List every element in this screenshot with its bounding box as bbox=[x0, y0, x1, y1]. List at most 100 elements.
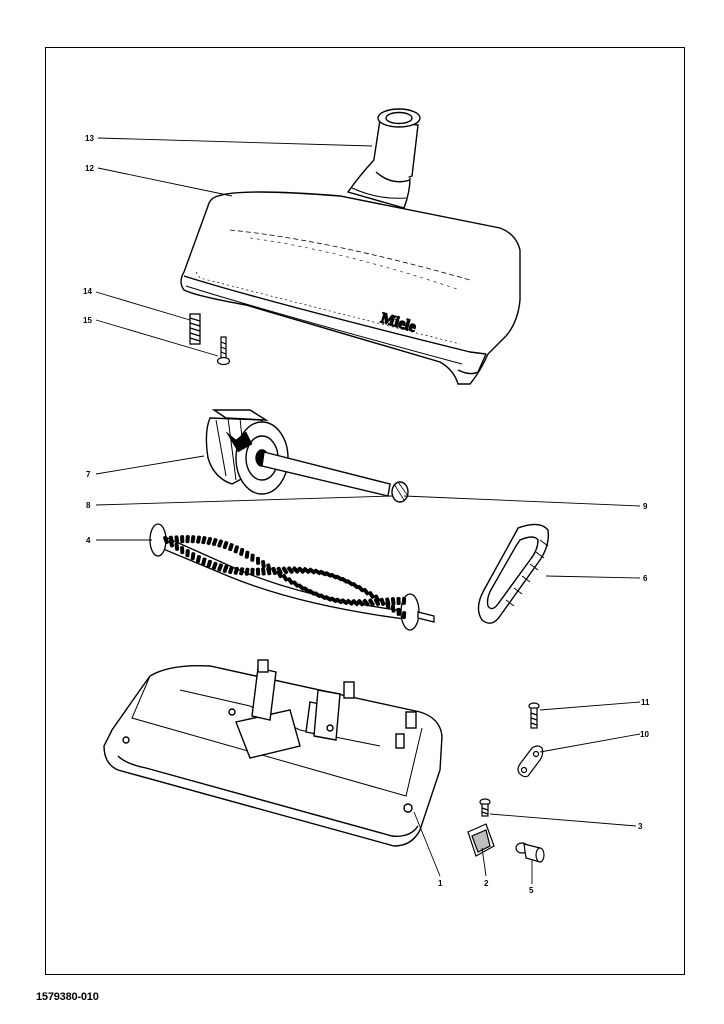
link-plate-part bbox=[517, 745, 544, 778]
callout-5: 5 bbox=[529, 886, 534, 895]
bristle-tuft bbox=[250, 567, 255, 576]
bristle-tuft bbox=[396, 607, 401, 616]
bristle-tuft bbox=[261, 567, 266, 576]
bristle-tuft bbox=[401, 611, 407, 620]
leader-line-3 bbox=[489, 813, 637, 827]
bristle-tuft bbox=[276, 570, 283, 579]
bristle-tuft bbox=[211, 538, 218, 547]
callout-12: 12 bbox=[85, 164, 94, 173]
bristle-tuft bbox=[261, 560, 266, 569]
bristle-tuft bbox=[233, 545, 239, 554]
bristle-tuft bbox=[368, 591, 375, 599]
callout-labels: 13 12 14 15 7 8 9 4 6 11 10 3 1 2 5 bbox=[83, 134, 650, 895]
callout-10: 10 bbox=[640, 730, 649, 739]
bristle-tuft bbox=[281, 573, 289, 582]
leader-lines bbox=[95, 137, 641, 884]
fitting-part bbox=[515, 842, 545, 863]
callout-8: 8 bbox=[86, 501, 91, 510]
bristle-tuft bbox=[390, 597, 396, 606]
bristle-tuft bbox=[206, 536, 213, 546]
bristle-tuft bbox=[190, 552, 196, 561]
callout-3: 3 bbox=[638, 822, 643, 831]
bristle-tuft bbox=[244, 550, 250, 559]
bristle-tuft bbox=[368, 598, 375, 607]
bristle-tuft bbox=[329, 596, 338, 603]
bristle-tuft bbox=[244, 567, 250, 576]
document-number: 1579380-010 bbox=[36, 991, 99, 1003]
bristle-tuft bbox=[281, 566, 289, 575]
bristle-tuft bbox=[217, 563, 223, 572]
callout-13: 13 bbox=[85, 134, 94, 143]
callout-11: 11 bbox=[641, 698, 650, 707]
base-plate-part bbox=[103, 659, 443, 847]
leader-line-11 bbox=[539, 701, 641, 711]
screw-part-3 bbox=[479, 798, 491, 817]
bristle-tuft bbox=[201, 557, 207, 566]
bristle-tuft bbox=[217, 539, 223, 548]
bristle-tuft bbox=[228, 565, 234, 575]
bristle-tuft bbox=[292, 566, 300, 574]
bristle-tuft bbox=[185, 549, 190, 558]
callout-7: 7 bbox=[86, 470, 91, 479]
bristle-tuft bbox=[174, 535, 180, 544]
bristle-tuft bbox=[255, 567, 261, 576]
nozzle-upper-housing-part: Miele bbox=[180, 191, 521, 385]
bristle-tuft bbox=[362, 587, 370, 596]
bristle-tuft bbox=[373, 598, 381, 607]
leader-line-9 bbox=[403, 495, 641, 507]
callout-2: 2 bbox=[484, 879, 489, 888]
bristle-tuft bbox=[222, 564, 229, 573]
bristle-tuft bbox=[233, 566, 239, 575]
hose-connector-part bbox=[346, 108, 421, 209]
leader-line-6 bbox=[545, 575, 641, 579]
bristle-tuft bbox=[174, 542, 180, 551]
leader-line-14 bbox=[95, 291, 191, 321]
drawing-frame bbox=[45, 47, 685, 975]
screw-part-15 bbox=[216, 336, 231, 366]
leader-line-13 bbox=[97, 137, 373, 147]
bristle-tuft bbox=[195, 535, 202, 544]
bristle-tuft bbox=[190, 535, 196, 544]
bristle-tuft bbox=[362, 598, 370, 607]
bristle-tuft bbox=[180, 535, 185, 544]
bristle-tuft bbox=[340, 598, 349, 606]
bristle-tuft bbox=[297, 566, 305, 574]
bristle-tuft bbox=[180, 546, 185, 555]
bristle-tuft bbox=[250, 553, 255, 562]
bristle-tuft bbox=[228, 543, 234, 552]
leader-line-15 bbox=[95, 319, 219, 357]
bristle-tuft bbox=[302, 567, 311, 574]
bristle-tuft bbox=[168, 535, 174, 544]
leader-line-7 bbox=[95, 455, 205, 475]
spring-part bbox=[189, 313, 201, 345]
bristle-tuft bbox=[271, 566, 278, 575]
leader-line-12 bbox=[97, 167, 233, 197]
bristle-tuft bbox=[195, 554, 202, 564]
bristle-tuft bbox=[211, 561, 218, 570]
bristle-tuft bbox=[379, 597, 386, 606]
callout-14: 14 bbox=[83, 287, 92, 296]
leader-line-10 bbox=[539, 733, 641, 753]
bristle-tuft bbox=[239, 547, 245, 556]
bristle-tuft bbox=[286, 566, 294, 574]
bristle-tuft bbox=[390, 604, 396, 613]
bristle-tuft bbox=[206, 559, 213, 568]
leader-line-2 bbox=[481, 847, 487, 877]
bristle-tuft bbox=[401, 596, 407, 605]
leader-line-1 bbox=[413, 811, 441, 877]
bristle-tuft bbox=[222, 541, 229, 550]
bristle-tuft bbox=[396, 596, 401, 606]
callout-4: 4 bbox=[86, 536, 91, 545]
bristle-tuft bbox=[313, 568, 322, 576]
bristle-tuft bbox=[185, 535, 190, 544]
bristle-tuft bbox=[201, 536, 207, 545]
bristle-tuft bbox=[255, 556, 261, 565]
clip-part bbox=[467, 823, 495, 857]
bristle-tuft bbox=[335, 597, 343, 605]
callout-1: 1 bbox=[438, 879, 443, 888]
screw-part-11 bbox=[528, 702, 540, 729]
drive-belt-part bbox=[477, 523, 550, 624]
bristle-tuft bbox=[308, 567, 316, 575]
